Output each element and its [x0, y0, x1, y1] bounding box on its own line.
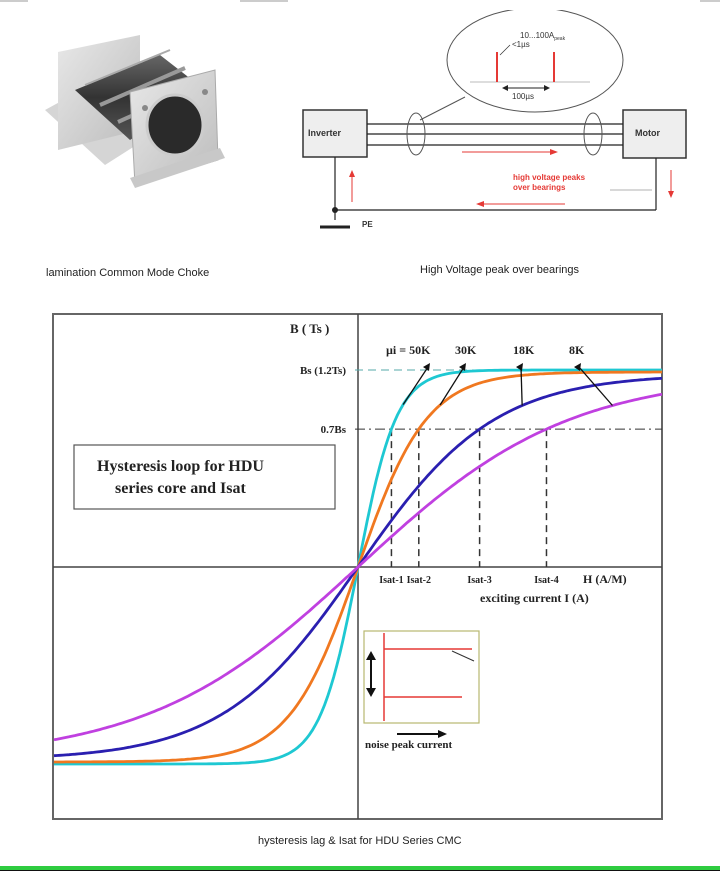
- chart-title-box: [73, 444, 336, 510]
- series-label: 18K: [513, 343, 535, 357]
- y-tick-label: Bs (1.2Ts): [300, 365, 346, 377]
- period-label: 100µs: [512, 92, 534, 101]
- common-mode-choke-image: [40, 30, 230, 190]
- hysteresis-chart: B ( Ts ) Bs (1.2Ts) 0.7Bs Isat-1 Isat-2 Isa…: [0, 300, 720, 830]
- pointer-arrowhead-icon: [423, 363, 430, 371]
- pointer-arrowhead-icon: [574, 363, 581, 371]
- chart-title-line1: Hysteresis loop for HDU: [97, 458, 264, 475]
- pointer-arrowhead-icon: [459, 363, 466, 371]
- x-axis-label-secondary: exciting current I (A): [480, 591, 589, 605]
- motor-label: Motor: [635, 128, 660, 138]
- x-tick-label: Isat-4: [534, 575, 558, 586]
- curve-8k: [53, 392, 663, 742]
- noise-inset-box: [363, 630, 480, 724]
- bearing-note-line1: high voltage peaks: [513, 173, 586, 182]
- hysteresis-caption: hysteresis lag & Isat for HDU Series CMC: [258, 835, 462, 847]
- series-label: µi = 50K: [386, 343, 431, 357]
- series-pointer: [439, 366, 465, 406]
- bearing-current-diagram: 10...100Apeak <1µs 100µs Inverter Motor …: [290, 7, 710, 240]
- x-tick-label: Isat-1: [379, 575, 403, 586]
- pulse-width-label: <1µs: [512, 40, 530, 49]
- y-axis-label: B ( Ts ): [290, 321, 329, 336]
- series-label: 30K: [455, 343, 477, 357]
- inset-label: noise peak current: [365, 739, 453, 751]
- x-tick-label: Isat-3: [467, 575, 491, 586]
- series-pointer: [402, 366, 429, 405]
- bearing-diagram-caption: High Voltage peak over bearings: [420, 264, 579, 276]
- inverter-label: Inverter: [308, 128, 342, 138]
- series-pointer: [520, 366, 523, 406]
- x-tick-label: Isat-2: [407, 575, 431, 586]
- ground-label: PE: [362, 220, 373, 229]
- motor-box: [622, 109, 687, 159]
- series-label: 8K: [569, 343, 585, 357]
- waveform-callout-bubble: [446, 7, 624, 113]
- chart-title-line2: series core and Isat: [115, 480, 246, 497]
- choke-caption: lamination Common Mode Choke: [46, 267, 210, 279]
- bearing-note-line2: over bearings: [513, 183, 566, 192]
- x-axis-label: H (A/M): [583, 572, 627, 586]
- series-pointer: [578, 366, 613, 406]
- y-tick-label: 0.7Bs: [321, 424, 347, 436]
- pointer-arrowhead-icon: [516, 363, 523, 371]
- bottom-accent-bar: [0, 866, 720, 871]
- peak-amplitude-label: 10...100Apeak: [520, 31, 566, 42]
